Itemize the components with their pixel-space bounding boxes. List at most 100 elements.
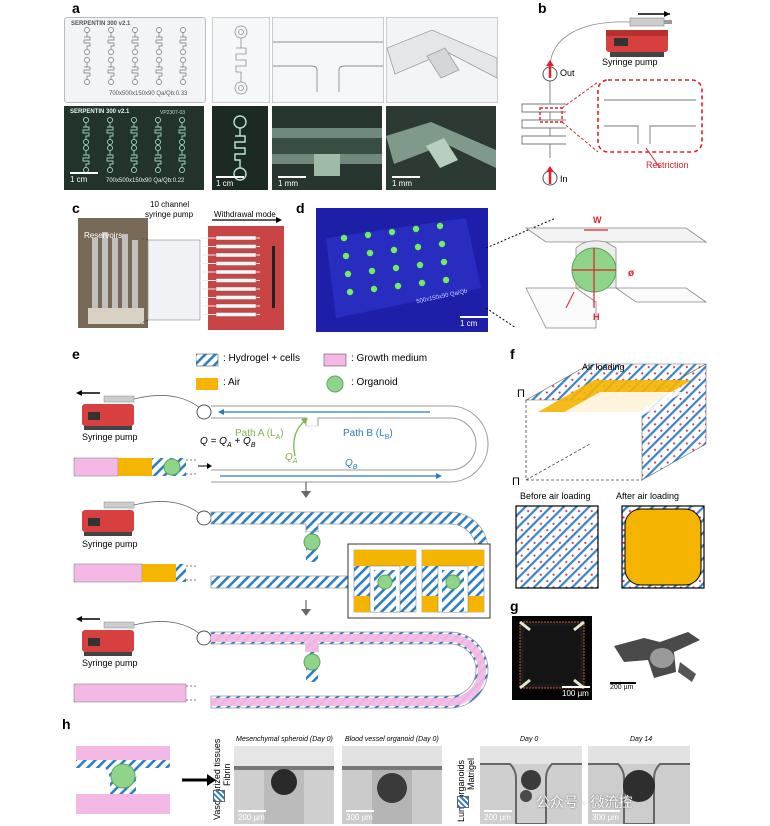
lung-label: Lung organoids — [456, 759, 466, 822]
matrigel-label: Matrigel — [466, 757, 476, 790]
mode-label: Withdrawal mode — [214, 210, 276, 219]
bvo-title: Blood vessel organoid (Day 0) — [345, 736, 439, 743]
photo-chip-channels — [82, 116, 186, 174]
row-1 — [73, 390, 489, 483]
fibrin-label: Fibrin — [222, 763, 232, 786]
panel-a-cad-3d — [386, 17, 498, 103]
scale-bar: 1 cm — [216, 176, 244, 188]
restriction-label: Restriction — [646, 160, 689, 170]
panel-a-photo-zoom-1: 1 cm — [212, 106, 268, 190]
pump-label: Syringe pump — [602, 57, 658, 67]
path-a-label: Path A (LA) — [235, 428, 284, 441]
panel-a-cad-zoom-2 — [272, 17, 384, 103]
air-loading-label: Air loading — [582, 362, 625, 372]
panel-label-h: h — [62, 716, 71, 732]
pump-label-2: syringe pump — [145, 210, 194, 219]
matrigel-swatch — [457, 796, 469, 808]
path-b-label: Path B (LB) — [343, 428, 393, 441]
pump-label-1: 10 channel — [150, 200, 190, 209]
panel-c-reservoir-photo — [78, 218, 148, 328]
panel-c-setup-diagram — [140, 217, 284, 330]
fibrin-swatch — [213, 790, 225, 802]
panel-label-c: c — [72, 200, 80, 216]
panel-g-cross-section-image: 100 µm — [512, 616, 592, 700]
panel-f-cross-sections — [515, 505, 705, 589]
w-label: W — [593, 215, 602, 225]
in-label: In — [560, 174, 568, 184]
chip-caption: 700x500x150x90 Qa/Qb:0.33 — [109, 91, 188, 97]
pi-label: Π — [517, 388, 525, 400]
panel-f-3d-channel — [524, 363, 708, 481]
panel-d-fluorescence-photo: 1 cm 500x150x90 Qa/Qb — [316, 208, 488, 332]
syringe-pump-icon — [82, 395, 135, 430]
panel-a-photo-zoom-2: 1 mm — [272, 106, 382, 190]
syringe-pump-icon — [606, 17, 672, 57]
after-label: After air loading — [616, 491, 680, 501]
scale-bar: 200 µm — [238, 810, 266, 822]
syringe-pump-icon — [82, 501, 135, 536]
photo-chip-title: SERPENTIN 300 v2.1 — [70, 109, 130, 115]
row-3 — [73, 600, 489, 709]
qa-label: QA — [285, 452, 298, 465]
pump-label-1: Syringe pump — [82, 432, 138, 442]
qb-label: QB — [345, 458, 358, 471]
panel-e-diagram — [73, 390, 491, 709]
scale-bar: 1 mm — [392, 176, 420, 188]
legend-hydrogel: : Hydrogel + cells — [223, 353, 300, 364]
panel-a-cad-zoom-1 — [212, 17, 270, 103]
photo-chip-caption: 700x500x150x90 Qa/Qb:0.22 — [106, 178, 185, 184]
legend-growth-swatch — [323, 353, 347, 367]
pi-label-2: Π — [512, 476, 520, 488]
panel-a-photo-chip: SERPENTIN 300 v2.1 VP2307-03 700x500x150… — [64, 106, 204, 190]
vasc-label: Vascularized tissues — [212, 738, 222, 820]
panel-g-3d-render: 200 µm — [604, 612, 714, 702]
panel-h-mesenchymal-image: 200 µm — [234, 746, 334, 824]
scale-bar: 100 µm — [562, 686, 590, 698]
reservoirs-label: Reservoirs — [84, 231, 123, 240]
chip-channel-grid — [83, 27, 187, 85]
pump-label-3: Syringe pump — [82, 658, 138, 668]
scale-bar: 1 cm — [70, 172, 98, 184]
legend-organoid-swatch — [326, 375, 344, 393]
scale-label: 200 µm — [610, 684, 634, 691]
panel-label-f: f — [510, 346, 515, 362]
day14-title: Day 14 — [630, 736, 653, 743]
flow-equation: Q = QA + QB — [200, 436, 256, 449]
scale-bar: 300 µm — [346, 810, 374, 822]
mes-title: Mesenchymal spheroid (Day 0) — [236, 736, 333, 743]
panel-label-g: g — [510, 598, 519, 614]
row-2 — [73, 482, 491, 619]
panel-b-schematic — [521, 11, 703, 186]
legend-hydrogel-swatch — [196, 353, 219, 367]
phi-label: ø — [628, 268, 635, 279]
watermark: 公众号 · 微流控 — [536, 794, 633, 810]
scale-bar: 1 cm — [460, 316, 488, 328]
panel-label-a: a — [72, 0, 80, 16]
panel-a-photo-zoom-3: 1 mm — [386, 106, 496, 190]
panel-h-schematic — [76, 746, 216, 814]
syringe-pump-icon — [82, 621, 135, 656]
legend-air-swatch — [196, 378, 218, 390]
panel-h-lung-day14-image: 300 µm — [588, 746, 690, 824]
panel-label-b: b — [538, 0, 547, 16]
scale-bar: 300 µm — [592, 810, 620, 822]
before-label: Before air loading — [520, 491, 591, 501]
panel-h-lung-day0-image: 200 µm — [480, 746, 582, 824]
legend-growth: : Growth medium — [351, 353, 428, 364]
chip-title: SERPENTIN 300 v2.1 — [71, 21, 131, 27]
photo-chip-code: VP2307-03 — [160, 110, 186, 116]
panel-h-blood-vessel-image: 300 µm — [342, 746, 442, 824]
panel-e-legend — [196, 353, 347, 393]
out-label: Out — [560, 68, 575, 78]
panel-label-d: d — [296, 200, 305, 216]
scale-bar: 200 µm — [484, 810, 512, 822]
panel-label-e: e — [72, 346, 80, 362]
panel-d-restriction-3d — [486, 217, 708, 329]
legend-organoid: : Organoid — [351, 377, 398, 388]
pump-label-2: Syringe pump — [82, 539, 138, 549]
legend-air: : Air — [223, 377, 241, 388]
day0-title: Day 0 — [520, 736, 539, 743]
h-label: H — [593, 312, 600, 322]
panel-a-cad-chip: SERPENTIN 300 v2.1 700x500x150x90 Qa/Qb:… — [64, 17, 206, 103]
scale-bar: 1 mm — [278, 176, 306, 188]
